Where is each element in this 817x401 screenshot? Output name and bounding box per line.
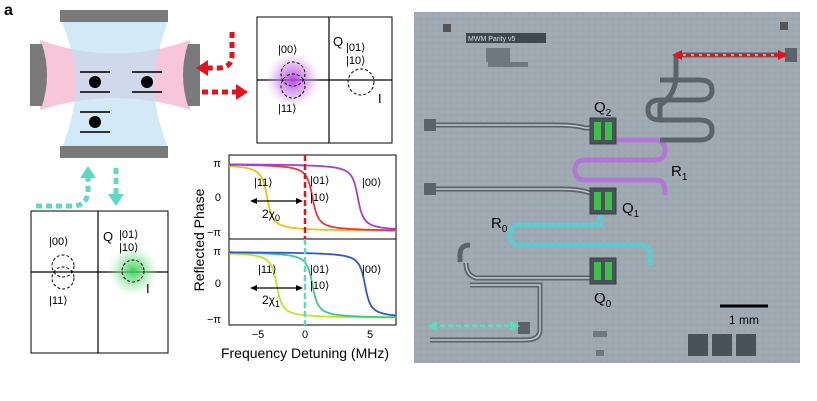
mirror-left (30, 44, 47, 106)
iq-top-01: |01⟩ (346, 42, 365, 54)
label-q0: Q0 (594, 290, 612, 310)
die-label: MWM Parity v5 (468, 36, 516, 43)
label-r0: R0 (491, 215, 508, 235)
phase-curve-top-2 (229, 163, 397, 230)
die-label-box (466, 33, 546, 43)
top-01: |01⟩ (310, 175, 329, 187)
iq-top-00: |00⟩ (278, 44, 297, 56)
glow-top (265, 52, 321, 108)
bot-chi: 2χ1 (262, 293, 280, 309)
cavity-schematic (30, 10, 200, 158)
blob-11-top (280, 73, 306, 99)
iq-bot-01: |01⟩ (119, 229, 138, 241)
iq-top-11: |11⟩ (278, 103, 297, 115)
cyan-arrows (36, 166, 124, 209)
bot-10: |10⟩ (310, 280, 329, 292)
top-10: |10⟩ (310, 192, 329, 204)
ytick-bot-pi: π (213, 246, 221, 258)
blob-01-bottom (121, 259, 145, 283)
top-chi: 2χ0 (262, 207, 280, 223)
label-r1: R1 (671, 163, 688, 183)
ytick-bot-mpi: −π (207, 314, 221, 326)
label-q1: Q1 (622, 200, 640, 220)
bot-01: |01⟩ (310, 264, 329, 276)
ytick-top-mpi: −π (207, 227, 221, 239)
pad-right (785, 48, 797, 62)
blob-11-bottom (51, 266, 75, 290)
iq-plane-top: Q I |00⟩ |11⟩ |01⟩ |10⟩ (256, 16, 393, 144)
blob-00-top (280, 61, 306, 87)
top-00: |00⟩ (362, 177, 381, 189)
mirror-top (60, 10, 168, 22)
scale-label: 1 mm (729, 313, 759, 327)
pad-left-2 (424, 183, 436, 195)
iq-bot-q: Q (103, 229, 113, 244)
top-11: |11⟩ (254, 177, 273, 189)
r0-meander (507, 210, 653, 265)
blob-00-bottom (51, 254, 75, 278)
xtick-5: 5 (367, 329, 373, 341)
chip-image: MWM Parity v5 (414, 12, 800, 363)
glow-bottom (107, 245, 159, 297)
xtick-m5: −5 (252, 329, 265, 341)
iq-bot-10: |10⟩ (119, 242, 138, 254)
qubit-right (132, 71, 162, 93)
iq-bot-11: |11⟩ (49, 295, 68, 307)
corner-mark-tr (780, 22, 788, 30)
mirror-bottom (60, 146, 168, 158)
iq-top-i: I (378, 91, 382, 106)
pad-bottom (518, 322, 530, 334)
ytick-top-0: 0 (215, 192, 221, 204)
plot-ylabel: Reflected Phase (191, 188, 207, 291)
red-arrows (196, 32, 248, 100)
plot-frame-bottom (228, 238, 397, 326)
corner-mark-tl (443, 24, 451, 32)
qubit-pad-q0 (589, 257, 617, 285)
ytick-top-pi: π (213, 158, 221, 170)
label-q2: Q2 (594, 99, 612, 119)
phase-curve-bottom-2 (229, 251, 397, 317)
r1-meander (572, 137, 668, 195)
iq-bot-i: I (146, 281, 150, 296)
phase-plot: π 0 −π π 0 −π −5 0 5 Reflected Phase Fre… (191, 154, 397, 361)
test-structures (688, 334, 756, 356)
panel-label-a: a (4, 2, 13, 19)
qubit-pad-q2 (589, 117, 617, 145)
qubit-pad-q1 (589, 187, 617, 215)
blob-01-top (347, 68, 375, 96)
iq-top-10: |10⟩ (346, 55, 365, 67)
iq-bot-00: |00⟩ (49, 236, 68, 248)
mirror-right (183, 44, 200, 106)
iq-top-q: Q (333, 34, 343, 49)
qubit-left (80, 71, 110, 93)
blue-mode (62, 22, 168, 148)
ytick-bot-0: 0 (215, 278, 221, 290)
plot-xlabel: Frequency Detuning (MHz) (221, 345, 389, 361)
pad-left-1 (424, 119, 436, 131)
bot-11: |11⟩ (258, 264, 277, 276)
bot-00: |00⟩ (362, 264, 381, 276)
xtick-0: 0 (302, 329, 308, 341)
iq-plane-bottom: Q I |00⟩ |11⟩ |01⟩ |10⟩ (30, 210, 169, 354)
qubit-bottom (80, 111, 110, 133)
